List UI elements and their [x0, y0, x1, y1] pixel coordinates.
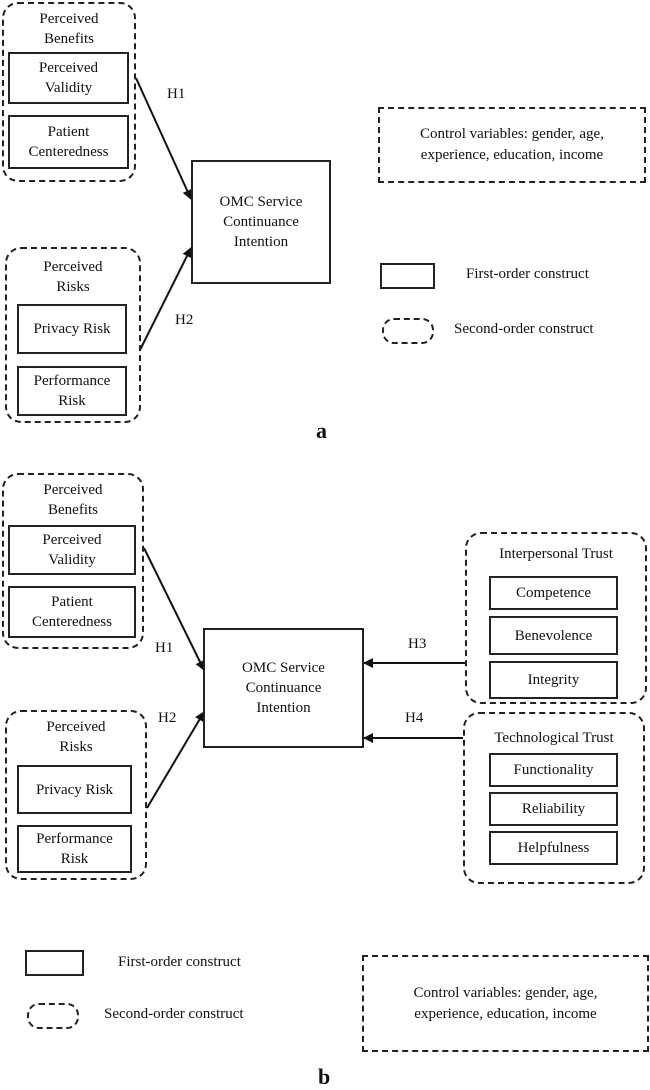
construct-performance-risk-b: Performance Risk [17, 825, 132, 873]
perceived-benefits-group-b: Perceived Benefits [2, 473, 144, 649]
hypothesis-h3-b: H3 [408, 636, 427, 652]
perceived-risks-group-b: Perceived Risks [5, 710, 147, 880]
legend-first-order-label-a: First-order construct [466, 266, 589, 282]
construct-performance-risk-a: Performance Risk [17, 366, 127, 416]
construct-perceived-validity-b: Perceived Validity [8, 525, 136, 575]
arrow-h1-a [135, 77, 192, 200]
hypothesis-h2-b: H2 [158, 710, 177, 726]
arrow-h2-a [139, 247, 192, 351]
legend-first-order-label-b: First-order construct [118, 954, 241, 970]
hypothesis-h2-a: H2 [175, 312, 194, 328]
hypothesis-h4-b: H4 [405, 710, 424, 726]
construct-patient-centeredness-b: Patient Centeredness [8, 586, 136, 638]
construct-competence: Competence [489, 576, 618, 610]
group-title: Interpersonal Trust [499, 546, 613, 562]
construct-benevolence: Benevolence [489, 616, 618, 655]
arrow-h2-b [146, 711, 205, 809]
legend-first-order-swatch-a [380, 263, 435, 289]
construct-perceived-validity-a: Perceived Validity [8, 52, 129, 104]
arrow-h1-b [143, 547, 205, 671]
hypothesis-h1-a: H1 [167, 86, 186, 102]
outcome-construct-a: OMC Service Continuance Intention [191, 160, 331, 284]
construct-reliability: Reliability [489, 792, 618, 826]
construct-helpfulness: Helpfulness [489, 831, 618, 865]
group-title: Perceived Risks [43, 259, 103, 295]
group-title: Perceived Risks [46, 719, 106, 755]
panel-label-b: b [318, 1064, 331, 1089]
perceived-risks-group-a: Perceived Risks [5, 247, 141, 423]
interpersonal-trust-group-b: Interpersonal Trust [465, 532, 647, 704]
construct-privacy-risk-b: Privacy Risk [17, 765, 132, 814]
legend-second-order-swatch-a [382, 318, 434, 344]
group-title: Perceived Benefits [43, 482, 103, 518]
group-title: Perceived Benefits [39, 11, 99, 47]
construct-functionality: Functionality [489, 753, 618, 787]
control-variables-box-b: Control variables: gender, age, experien… [362, 955, 649, 1052]
legend-second-order-swatch-b [27, 1003, 79, 1029]
perceived-benefits-group-a: Perceived Benefits [2, 2, 136, 182]
group-title: Technological Trust [494, 730, 614, 746]
outcome-construct-b: OMC Service Continuance Intention [203, 628, 364, 748]
hypothesis-h1-b: H1 [155, 640, 174, 656]
legend-second-order-label-a: Second-order construct [454, 321, 594, 337]
control-variables-box-a: Control variables: gender, age, experien… [378, 107, 646, 183]
legend-first-order-swatch-b [25, 950, 84, 976]
legend-second-order-label-b: Second-order construct [104, 1006, 244, 1022]
construct-patient-centeredness-a: Patient Centeredness [8, 115, 129, 169]
panel-label-a: a [316, 418, 327, 443]
construct-integrity: Integrity [489, 661, 618, 699]
technological-trust-group-b: Technological Trust [463, 712, 645, 884]
construct-privacy-risk-a: Privacy Risk [17, 304, 127, 354]
